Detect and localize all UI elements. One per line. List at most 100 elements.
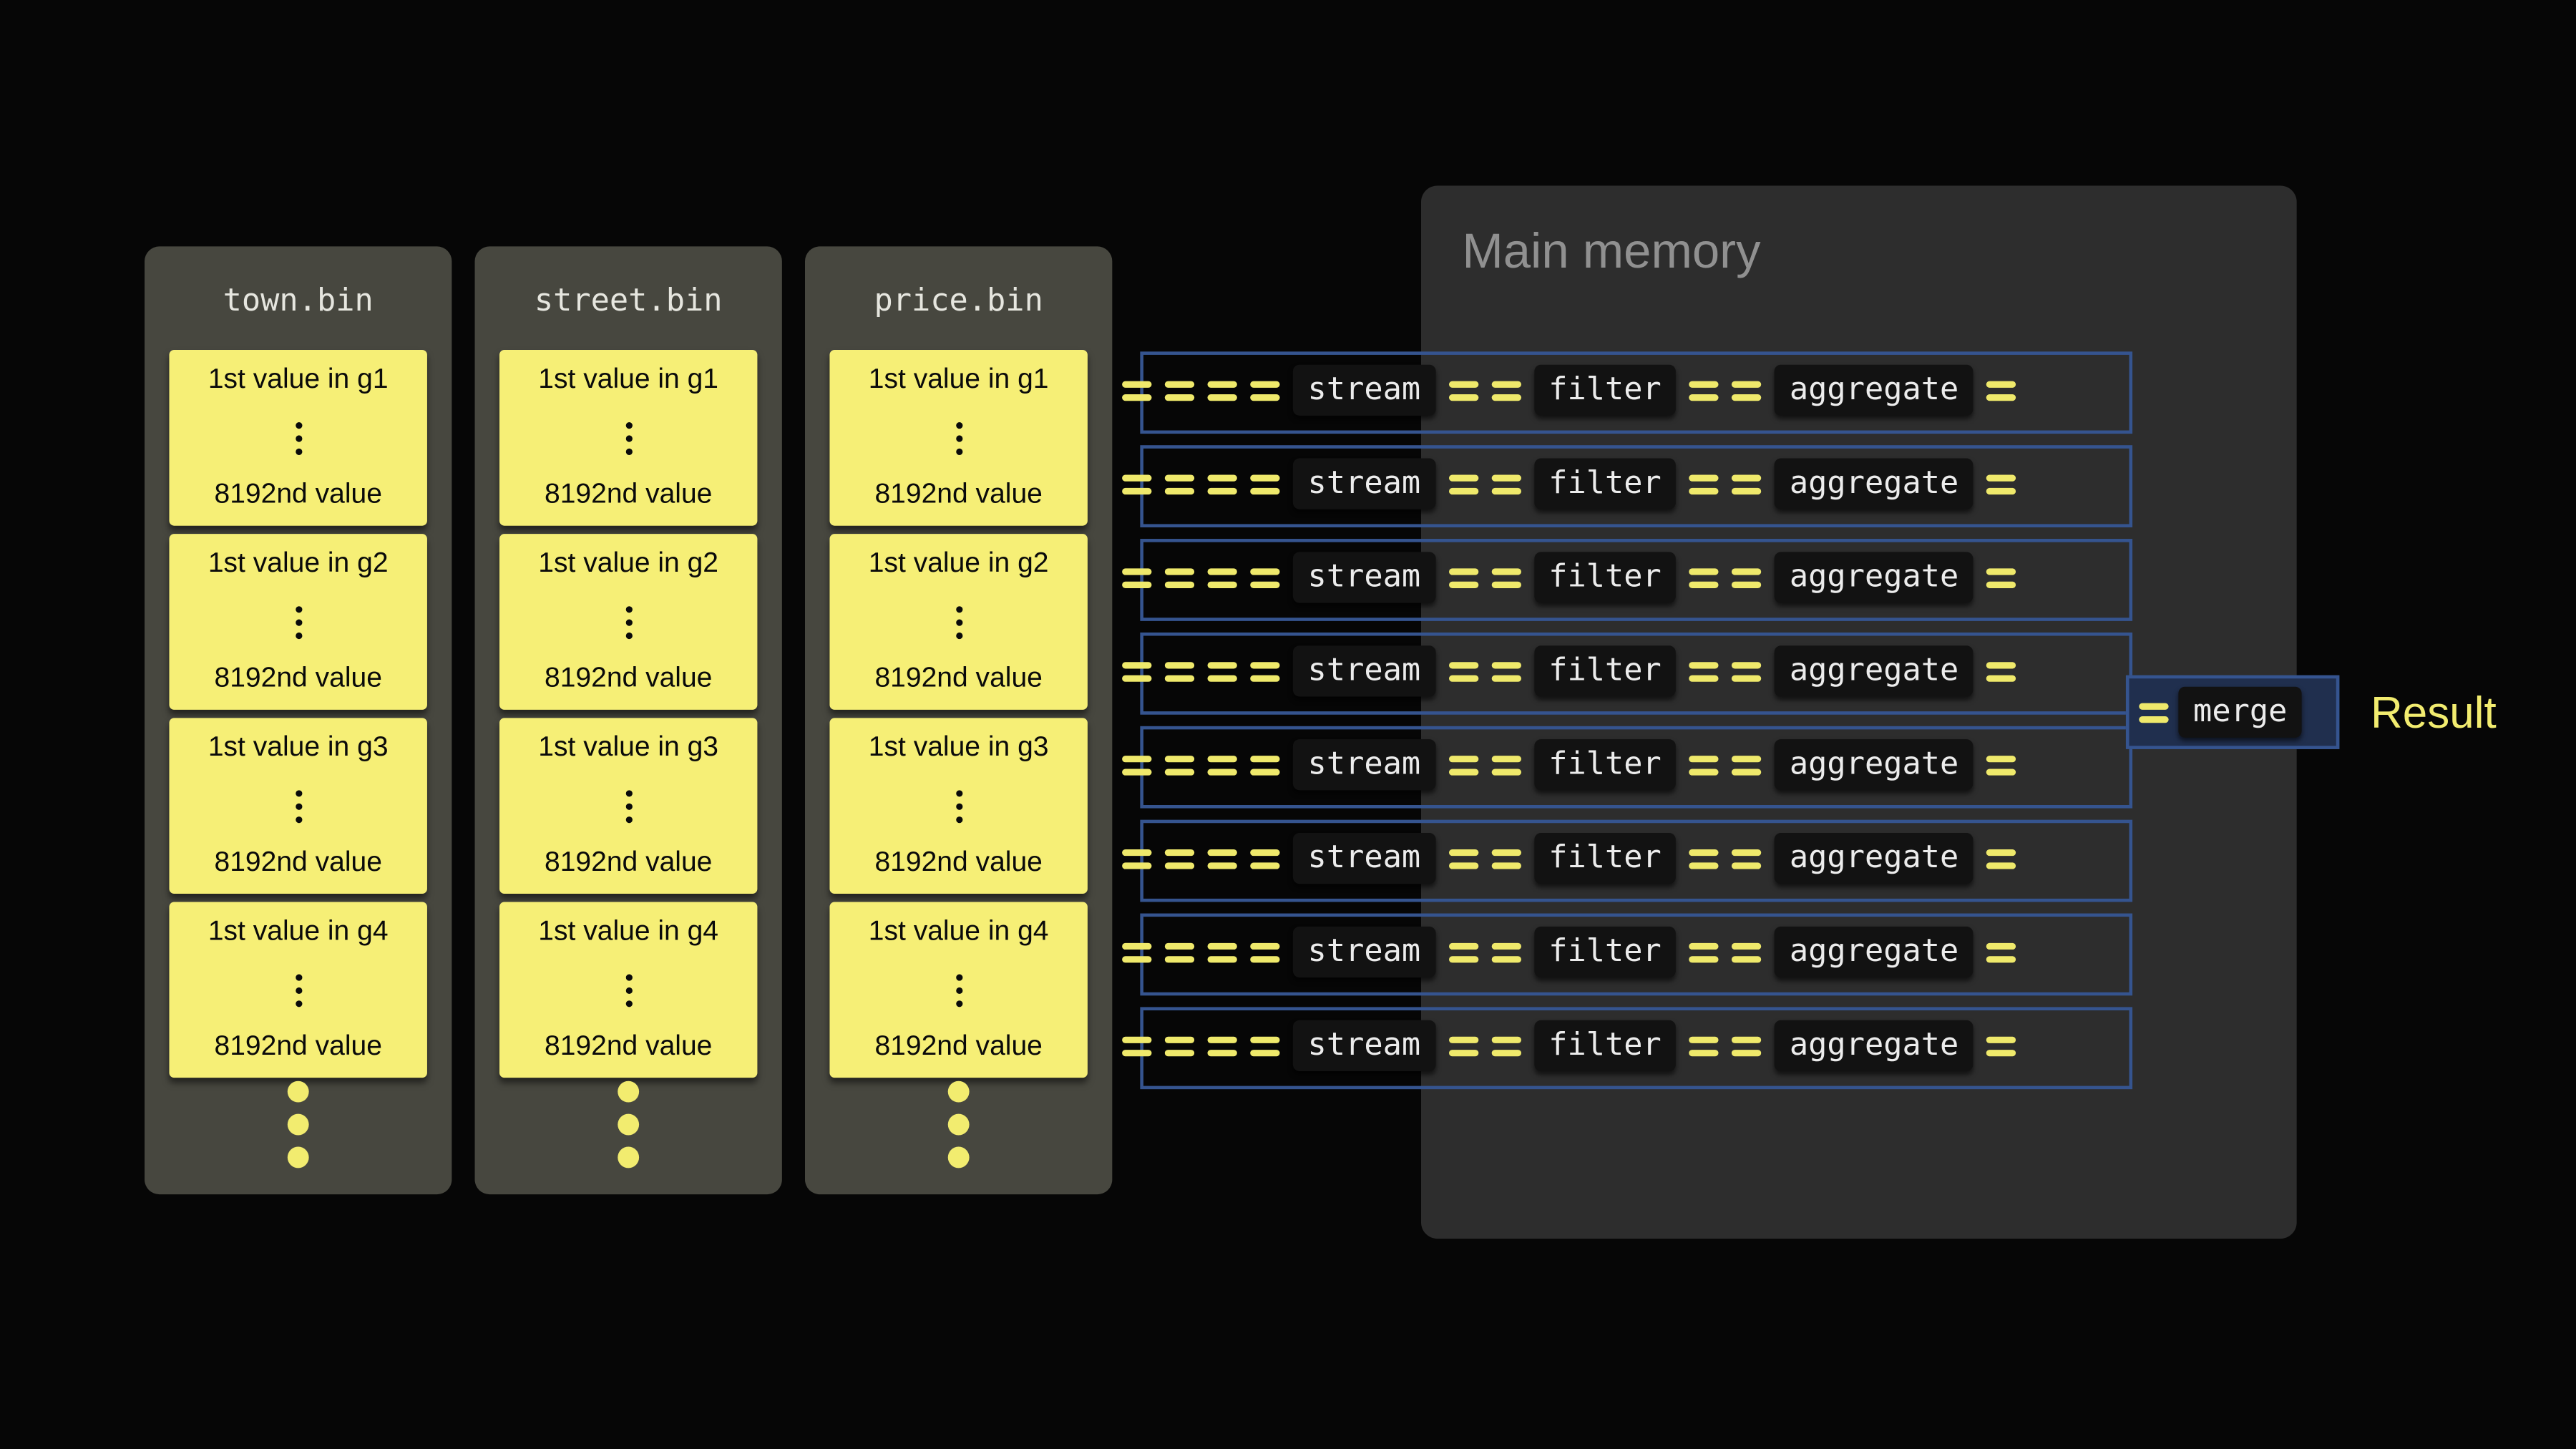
filter-chip: filter bbox=[1533, 926, 1677, 978]
value-card: 1st value in g3 8192nd value bbox=[169, 718, 427, 894]
card-last-value: 8192nd value bbox=[874, 847, 1043, 878]
equals-dash-icon bbox=[1250, 848, 1280, 869]
equals-dash-icon bbox=[1250, 567, 1280, 587]
equals-dash-icon bbox=[1448, 848, 1478, 869]
card-first-value: 1st value in g1 bbox=[538, 363, 719, 395]
equals-dash-icon bbox=[1986, 848, 2016, 869]
value-card: 1st value in g2 8192nd value bbox=[829, 534, 1088, 710]
ellipsis-dot bbox=[287, 1080, 309, 1103]
filter-chip: filter bbox=[1533, 552, 1677, 603]
file-title: street.bin bbox=[534, 282, 723, 319]
file-panel: town.bin 1st value in g1 8192nd value 1s… bbox=[145, 246, 452, 1195]
column-ellipsis-icon bbox=[145, 1080, 452, 1169]
file-cards: 1st value in g1 8192nd value 1st value i… bbox=[169, 350, 427, 1078]
equals-dash-icon bbox=[1122, 848, 1152, 869]
equals-dash-icon bbox=[1448, 754, 1478, 775]
equals-dash-icon bbox=[1491, 474, 1521, 494]
equals-dash-icon bbox=[1491, 942, 1521, 962]
equals-dash-icon bbox=[1250, 942, 1280, 962]
card-first-value: 1st value in g3 bbox=[208, 731, 389, 763]
value-card: 1st value in g4 8192nd value bbox=[829, 902, 1088, 1078]
equals-dash-icon bbox=[1122, 661, 1152, 681]
value-card: 1st value in g2 8192nd value bbox=[499, 534, 758, 710]
equals-dash-icon bbox=[1491, 1035, 1521, 1056]
equals-dash-icon bbox=[1164, 661, 1195, 681]
value-card: 1st value in g4 8192nd value bbox=[499, 902, 758, 1078]
ellipsis-dot bbox=[947, 1113, 970, 1136]
file-title: town.bin bbox=[223, 282, 374, 319]
aggregate-chip: aggregate bbox=[1775, 364, 1974, 416]
column-ellipsis-icon bbox=[475, 1080, 782, 1169]
card-last-value: 8192nd value bbox=[544, 662, 713, 694]
vertical-ellipsis-icon bbox=[955, 973, 962, 1007]
equals-dash-icon bbox=[1448, 380, 1478, 401]
equals-dash-icon bbox=[1122, 942, 1152, 962]
card-last-value: 8192nd value bbox=[544, 478, 713, 510]
equals-dash-icon bbox=[1732, 380, 1762, 401]
card-last-value: 8192nd value bbox=[214, 847, 382, 878]
equals-dash-icon bbox=[1250, 754, 1280, 775]
file-cards: 1st value in g1 8192nd value 1st value i… bbox=[499, 350, 758, 1078]
vertical-ellipsis-icon bbox=[955, 605, 962, 638]
card-first-value: 1st value in g2 bbox=[538, 547, 719, 579]
equals-dash-icon bbox=[1448, 1035, 1478, 1056]
equals-dash-icon bbox=[1122, 474, 1152, 494]
value-card: 1st value in g2 8192nd value bbox=[169, 534, 427, 710]
vertical-ellipsis-icon bbox=[295, 973, 302, 1007]
equals-dash-icon bbox=[1689, 848, 1719, 869]
filter-chip: filter bbox=[1533, 1020, 1677, 1071]
card-first-value: 1st value in g1 bbox=[208, 363, 389, 395]
equals-dash-icon bbox=[1689, 661, 1719, 681]
aggregate-chip: aggregate bbox=[1775, 926, 1974, 978]
equals-dash-icon bbox=[1689, 567, 1719, 587]
main-memory-title: Main memory bbox=[1462, 225, 1761, 280]
vertical-ellipsis-icon bbox=[625, 421, 632, 454]
value-card: 1st value in g4 8192nd value bbox=[169, 902, 427, 1078]
column-ellipsis-icon bbox=[805, 1080, 1112, 1169]
filter-chip: filter bbox=[1533, 458, 1677, 509]
file-panel: street.bin 1st value in g1 8192nd value … bbox=[474, 246, 782, 1195]
equals-dash-icon bbox=[1122, 567, 1152, 587]
vertical-ellipsis-icon bbox=[295, 789, 302, 823]
equals-dash-icon bbox=[1732, 942, 1762, 962]
stream-chip: stream bbox=[1292, 364, 1435, 416]
equals-dash-icon bbox=[1986, 661, 2016, 681]
equals-dash-icon bbox=[1491, 848, 1521, 869]
card-last-value: 8192nd value bbox=[544, 1030, 713, 1062]
card-first-value: 1st value in g4 bbox=[538, 914, 719, 947]
card-first-value: 1st value in g4 bbox=[868, 914, 1049, 947]
vertical-ellipsis-icon bbox=[955, 421, 962, 454]
equals-dash-icon bbox=[1164, 380, 1195, 401]
ellipsis-dot bbox=[618, 1080, 640, 1103]
equals-dash-icon bbox=[1732, 661, 1762, 681]
card-first-value: 1st value in g1 bbox=[868, 363, 1049, 395]
value-card: 1st value in g1 8192nd value bbox=[829, 350, 1088, 526]
card-last-value: 8192nd value bbox=[544, 847, 713, 878]
equals-dash-icon bbox=[1689, 754, 1719, 775]
file-cards: 1st value in g1 8192nd value 1st value i… bbox=[829, 350, 1088, 1078]
merge-box: merge bbox=[2125, 675, 2340, 749]
equals-dash-icon bbox=[1448, 474, 1478, 494]
equals-dash-icon bbox=[1207, 942, 1237, 962]
card-last-value: 8192nd value bbox=[214, 478, 382, 510]
stream-chip: stream bbox=[1292, 1020, 1435, 1071]
value-card: 1st value in g1 8192nd value bbox=[169, 350, 427, 526]
card-last-value: 8192nd value bbox=[874, 1030, 1043, 1062]
equals-dash-icon bbox=[1207, 848, 1237, 869]
card-last-value: 8192nd value bbox=[214, 1030, 382, 1062]
vertical-ellipsis-icon bbox=[625, 789, 632, 823]
equals-dash-icon bbox=[1732, 567, 1762, 587]
stream-chip: stream bbox=[1292, 739, 1435, 791]
equals-dash-icon bbox=[1986, 380, 2016, 401]
equals-dash-icon bbox=[1250, 474, 1280, 494]
card-last-value: 8192nd value bbox=[874, 478, 1043, 510]
